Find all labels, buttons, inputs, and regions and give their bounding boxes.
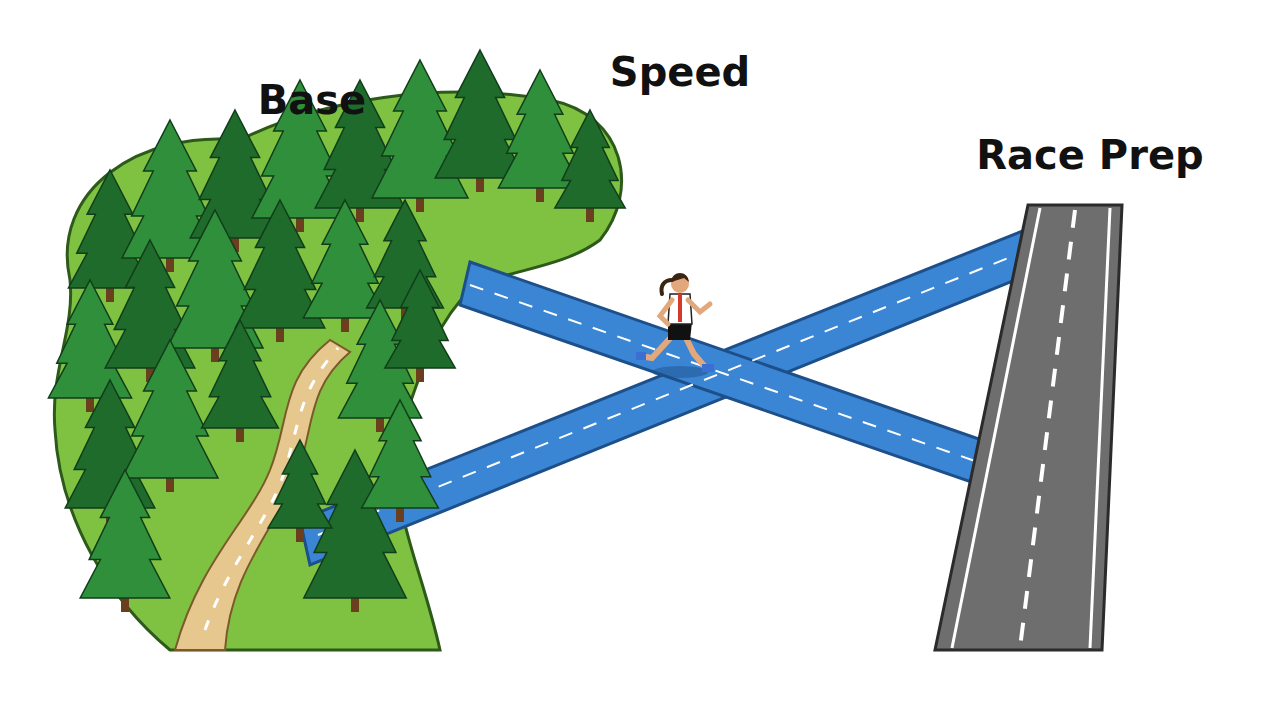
pine-tree: [555, 110, 625, 222]
runner: [636, 273, 714, 378]
pine-tree: [235, 200, 325, 342]
section-label: Speed: [610, 50, 750, 94]
race-road: [935, 205, 1122, 650]
forest-trees: [48, 50, 625, 612]
pine-tree: [362, 400, 439, 522]
pine-tree: [268, 440, 332, 542]
pine-tree: [122, 340, 218, 492]
pine-tree: [202, 320, 279, 442]
pine-tree: [385, 270, 455, 382]
pine-tree: [80, 470, 170, 612]
section-label: Race Prep: [976, 133, 1203, 177]
section-label: Base: [258, 78, 366, 122]
